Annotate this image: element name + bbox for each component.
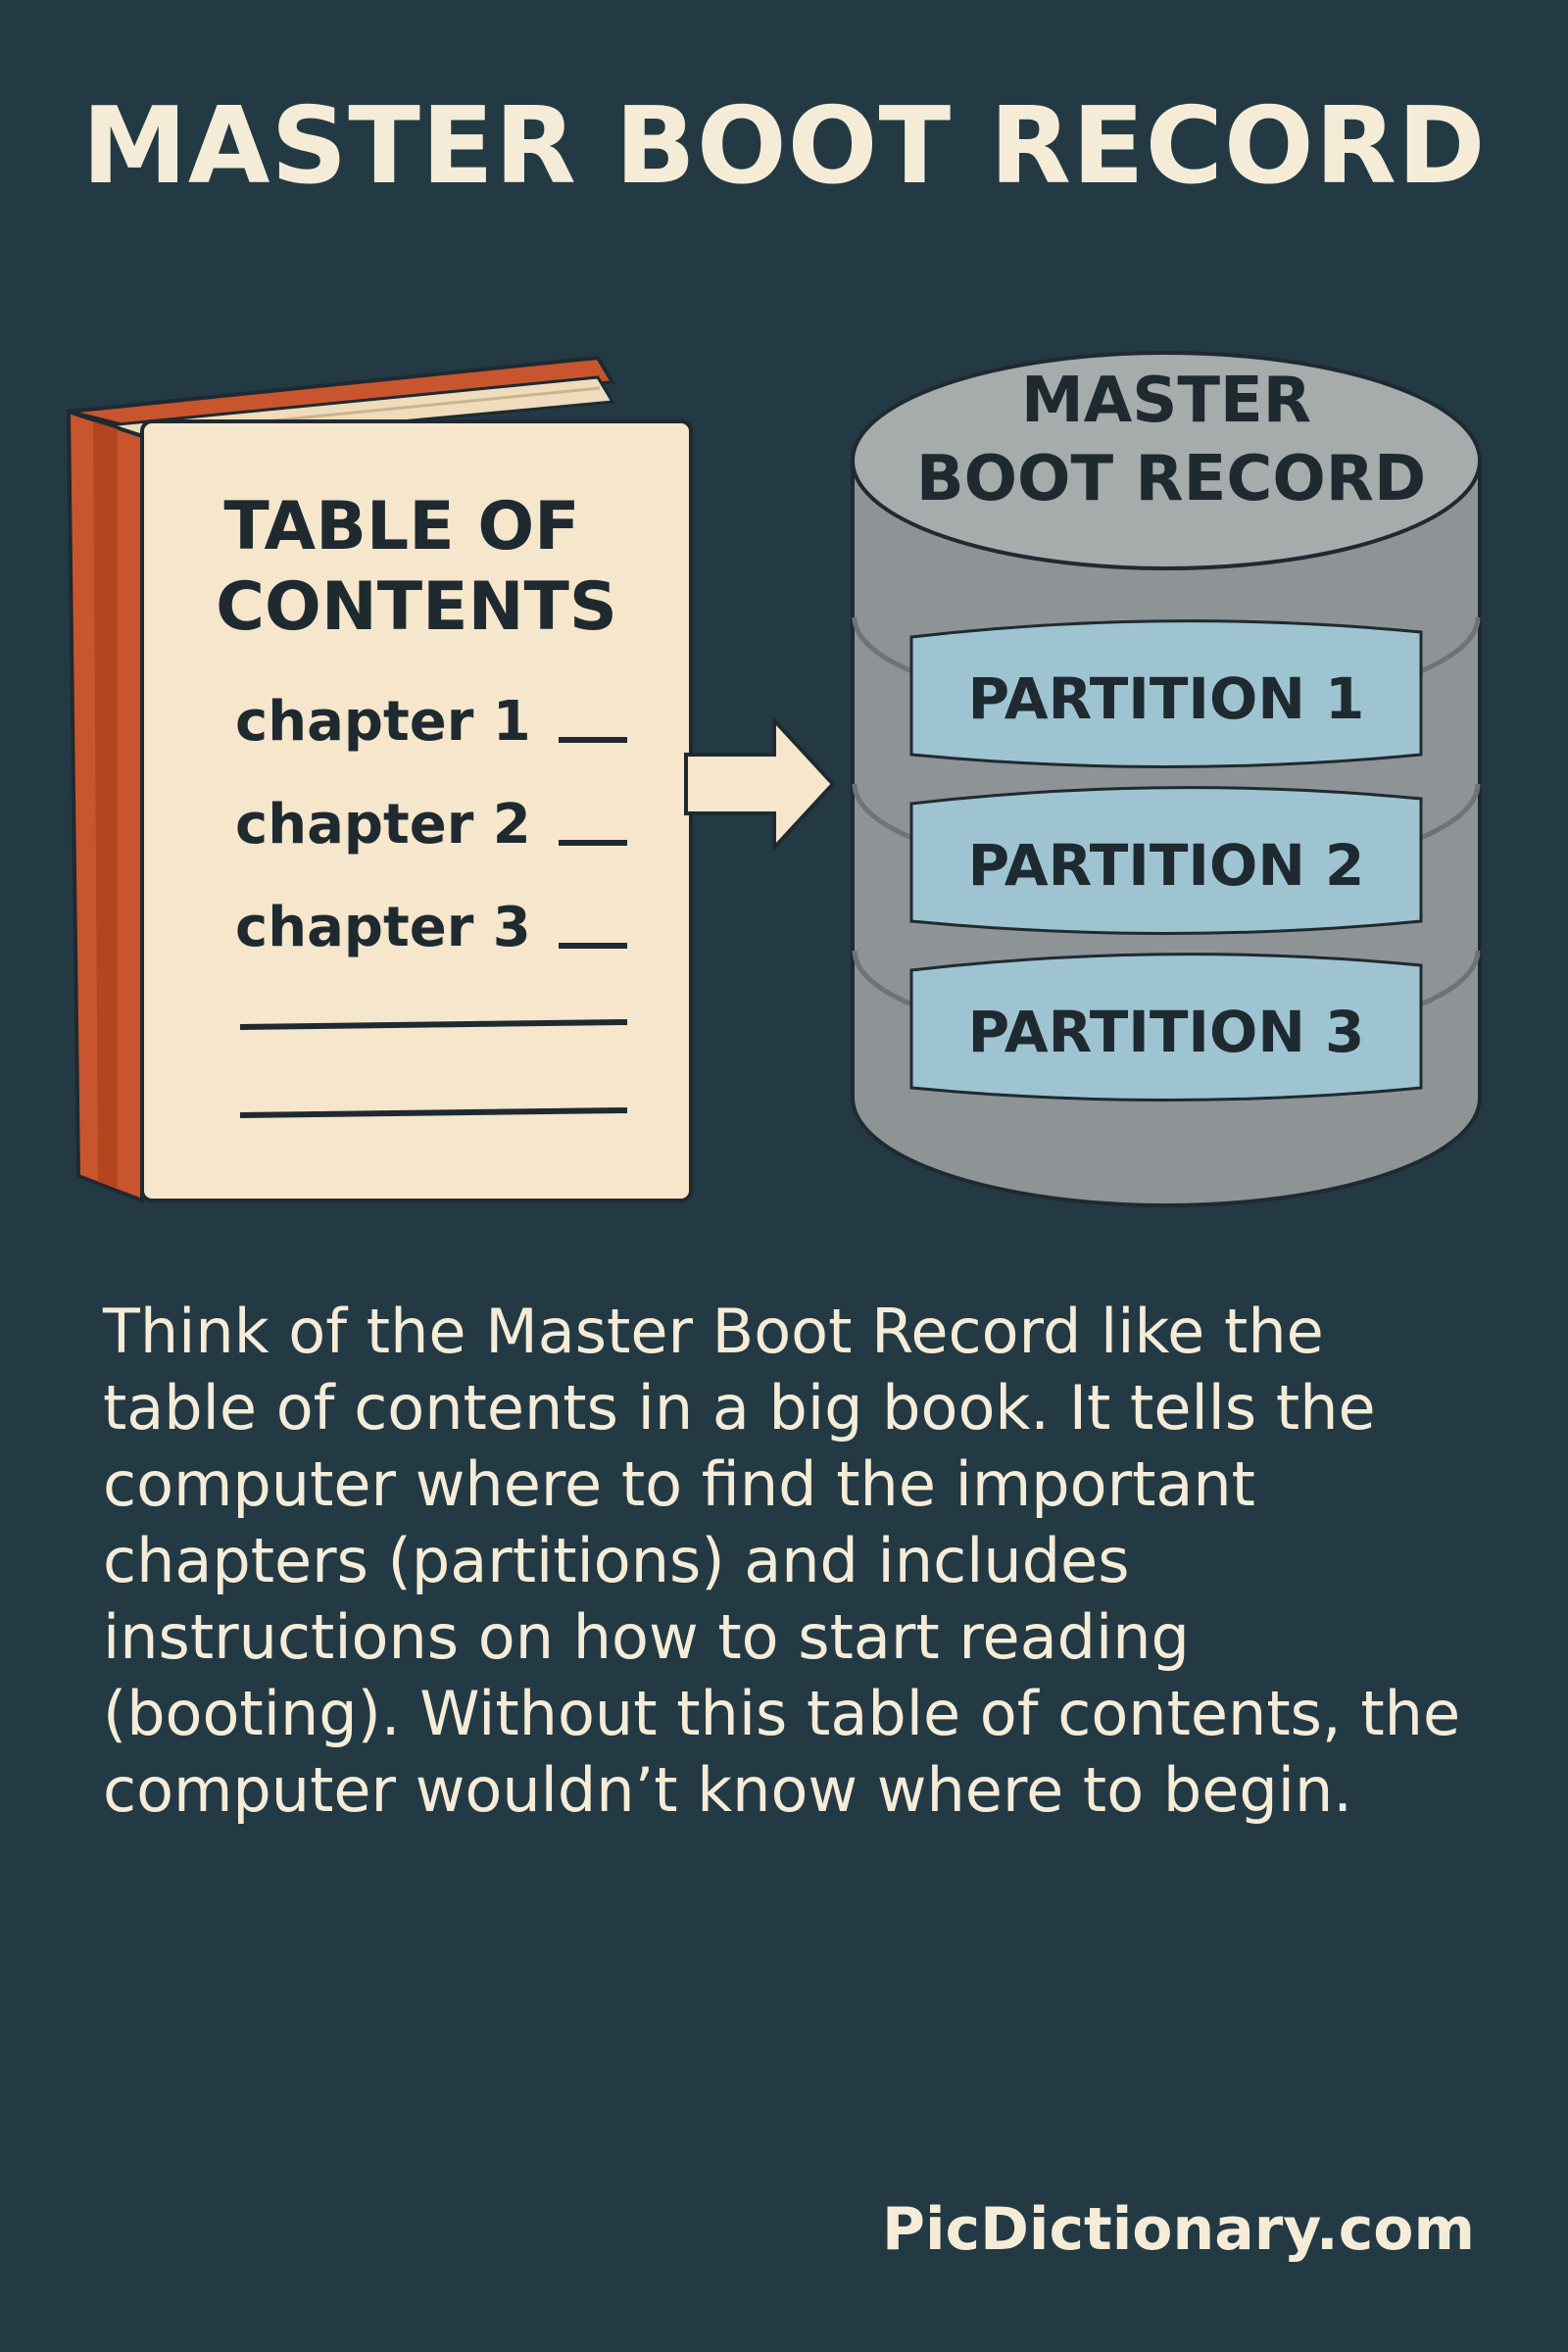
book-heading-line2: CONTENTS bbox=[216, 568, 617, 646]
chapter-item-1: chapter 1 bbox=[235, 690, 531, 754]
description-text: Think of the Master Boot Record like the… bbox=[103, 1296, 1461, 1826]
partition-block-1 bbox=[909, 619, 1423, 768]
book-icon bbox=[66, 355, 693, 1203]
blank-line-2 bbox=[239, 1107, 628, 1118]
partition-label-1: PARTITION 1 bbox=[968, 665, 1365, 732]
chapter-item-3: chapter 3 bbox=[235, 896, 531, 959]
page-title: MASTER BOOT RECORD bbox=[81, 85, 1487, 208]
illustration: TABLE OF CONTENTS chapter 1 chapter 2 ch… bbox=[66, 351, 1482, 1207]
partition-block-2 bbox=[909, 786, 1423, 935]
book-heading-line1: TABLE OF bbox=[223, 488, 579, 565]
partition-block-3 bbox=[909, 953, 1423, 1102]
chapter-item-2: chapter 2 bbox=[235, 793, 531, 857]
footer-brand: PicDictionary.com bbox=[881, 2195, 1475, 2264]
disk-label-line1: MASTER bbox=[1021, 365, 1311, 437]
partition-label-3: PARTITION 3 bbox=[968, 999, 1365, 1065]
disk-label-line2: BOOT RECORD bbox=[916, 443, 1426, 515]
partition-label-2: PARTITION 2 bbox=[968, 832, 1365, 899]
blank-line-1 bbox=[239, 1019, 628, 1030]
arrow-right-icon bbox=[684, 714, 836, 854]
